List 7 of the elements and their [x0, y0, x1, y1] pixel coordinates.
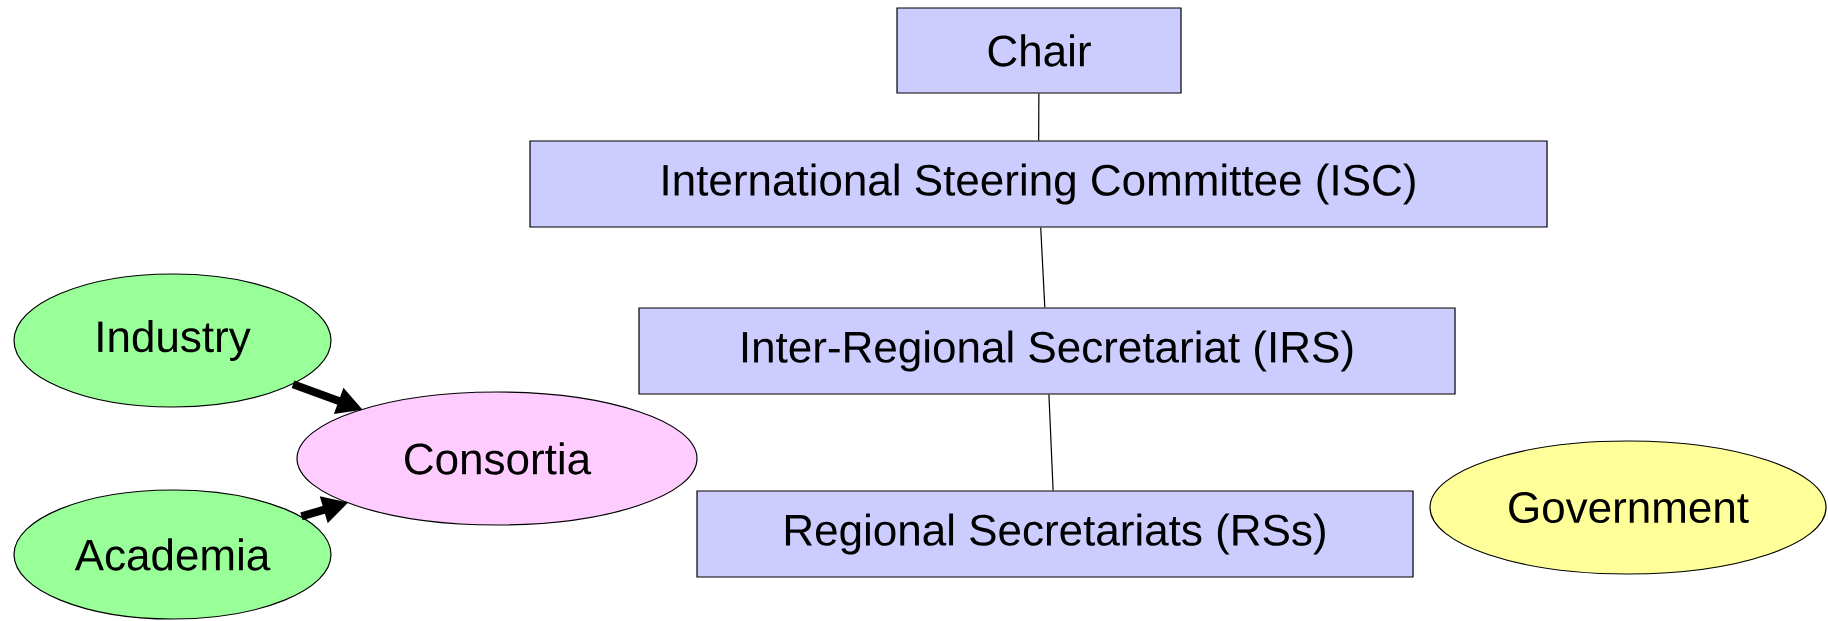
connector-line [1040, 227, 1046, 308]
org-box: International Steering Committee (ISC) [529, 140, 1548, 228]
connector-line [1038, 93, 1040, 141]
org-box: Inter-Regional Secretariat (IRS) [638, 307, 1456, 395]
connector-line [1048, 394, 1054, 491]
org-box: Chair [896, 7, 1182, 94]
org-box: Regional Secretariats (RSs) [696, 490, 1414, 578]
